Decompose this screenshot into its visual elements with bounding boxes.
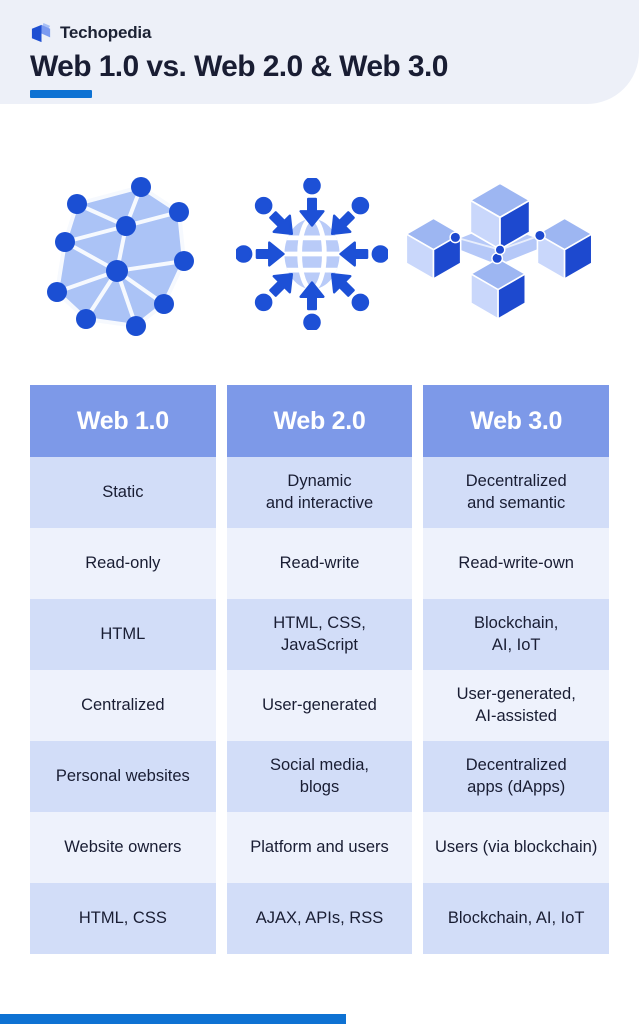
- table-cell: Users (via blockchain): [423, 812, 610, 883]
- table-cell: HTML, CSS: [30, 883, 216, 954]
- era-icons-row: [0, 148, 639, 360]
- table-cell: Read-only: [30, 528, 216, 599]
- table-cell: Decentralized apps (dApps): [423, 741, 610, 812]
- table-cell: Platform and users: [226, 812, 413, 883]
- table-cell: Blockchain, AI, IoT: [423, 599, 610, 670]
- table-cell: Centralized: [30, 670, 216, 741]
- table-cell: Blockchain, AI, IoT: [423, 883, 610, 954]
- header-band: Techopedia Web 1.0 vs. Web 2.0 & Web 3.0: [0, 0, 639, 104]
- blockchain-cubes-icon: [405, 184, 593, 320]
- title-underline-accent: [30, 89, 92, 98]
- table-cell: User-generated: [226, 670, 413, 741]
- table-cell: AJAX, APIs, RSS: [226, 883, 413, 954]
- table-cell: Static: [30, 457, 216, 528]
- table-cell: Personal websites: [30, 741, 216, 812]
- page-title: Web 1.0 vs. Web 2.0 & Web 3.0: [30, 50, 448, 83]
- table-cell: Social media, blogs: [226, 741, 413, 812]
- network-mesh-icon: [47, 177, 194, 336]
- table-cell: Read-write-own: [423, 528, 610, 599]
- table-cell: HTML, CSS, JavaScript: [226, 599, 413, 670]
- globe-inward-arrows-icon: [236, 178, 388, 330]
- table-cell: Website owners: [30, 812, 216, 883]
- table-cell: Decentralized and semantic: [423, 457, 610, 528]
- table-cell: User-generated, AI-assisted: [423, 670, 610, 741]
- column-header: Web 3.0: [423, 385, 610, 457]
- column-header: Web 2.0: [226, 385, 413, 457]
- column-header: Web 1.0: [30, 385, 216, 457]
- techopedia-logo-icon: [31, 22, 51, 42]
- techopedia-logo-text: Techopedia: [60, 23, 152, 42]
- footer-accent-bar: [0, 1014, 346, 1024]
- techopedia-logo: Techopedia: [30, 22, 609, 44]
- table-cell: Read-write: [226, 528, 413, 599]
- table-cell: Dynamic and interactive: [226, 457, 413, 528]
- table-cell: HTML: [30, 599, 216, 670]
